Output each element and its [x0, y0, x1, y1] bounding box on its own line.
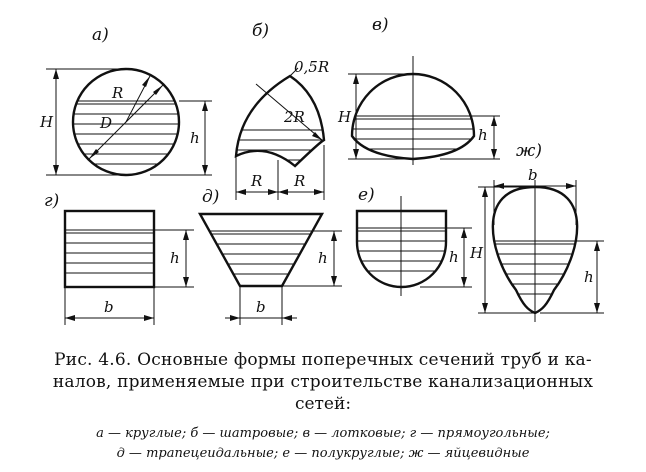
legend-line-1: а — круглые; б — шатровые; в — лотковые;… [96, 426, 550, 441]
dim-H-v: H [337, 108, 352, 126]
dim-h-v: h [478, 126, 488, 144]
dim-b-zh: b [528, 166, 538, 184]
dim-R-b1: R [250, 172, 262, 190]
dim-h-e: h [449, 248, 459, 266]
label-b: б) [252, 21, 269, 41]
shape-g-rectangular: г) h b [44, 191, 194, 325]
dim-b-d: b [256, 298, 266, 316]
tent-outline [234, 74, 326, 168]
shape-e-semicircular: е) h [355, 185, 472, 296]
rect-outline [63, 209, 156, 289]
water-fill-g [65, 229, 154, 274]
cross-sections-diagram: а) R D H h б) [39, 15, 604, 325]
caption-line-2: налов, применяемые при строительстве кан… [52, 372, 594, 392]
shape-v-tray: в) H h [337, 15, 500, 165]
dim-H-zh: H [469, 244, 484, 262]
legend-line-2: д — трапецеидальные; е — полукруглые; ж … [116, 446, 530, 461]
label-d: д) [202, 187, 219, 207]
dim-h-d: h [318, 249, 328, 267]
dim-h-g: h [170, 249, 180, 267]
label-v: в) [372, 15, 389, 35]
tray-outline [350, 72, 476, 161]
label-e: е) [358, 185, 375, 205]
label-g: г) [44, 191, 59, 211]
trapezoid-outline [197, 212, 325, 288]
dim-H-a: H [39, 113, 54, 131]
dim-b-g: b [104, 298, 114, 316]
semicircle-outline [355, 209, 448, 289]
water-fill-a [73, 100, 179, 165]
shape-d-trapezoidal: д) h b [197, 187, 342, 325]
caption-line-1: Рис. 4.6. Основные формы поперечных сече… [54, 350, 592, 370]
caption-line-3: сетей: [294, 394, 352, 414]
dim-h-zh: h [584, 268, 594, 286]
dim-half-R: 0,5R [294, 58, 329, 76]
dim-2R: 2R [283, 108, 305, 126]
dim-R-b2: R [293, 172, 305, 190]
shape-a-circular: а) R D H h [39, 25, 212, 177]
label-zh: ж) [516, 141, 542, 161]
water-fill-zh [492, 240, 578, 295]
label-a: а) [92, 25, 109, 45]
dim-D: D [99, 114, 112, 132]
shape-zh-egg: ж) b H h [469, 141, 604, 322]
dim-h-a: h [190, 129, 200, 147]
shape-b-tent: б) 2R 0,5R R R [234, 21, 329, 200]
dim-R-a: R [111, 84, 123, 102]
